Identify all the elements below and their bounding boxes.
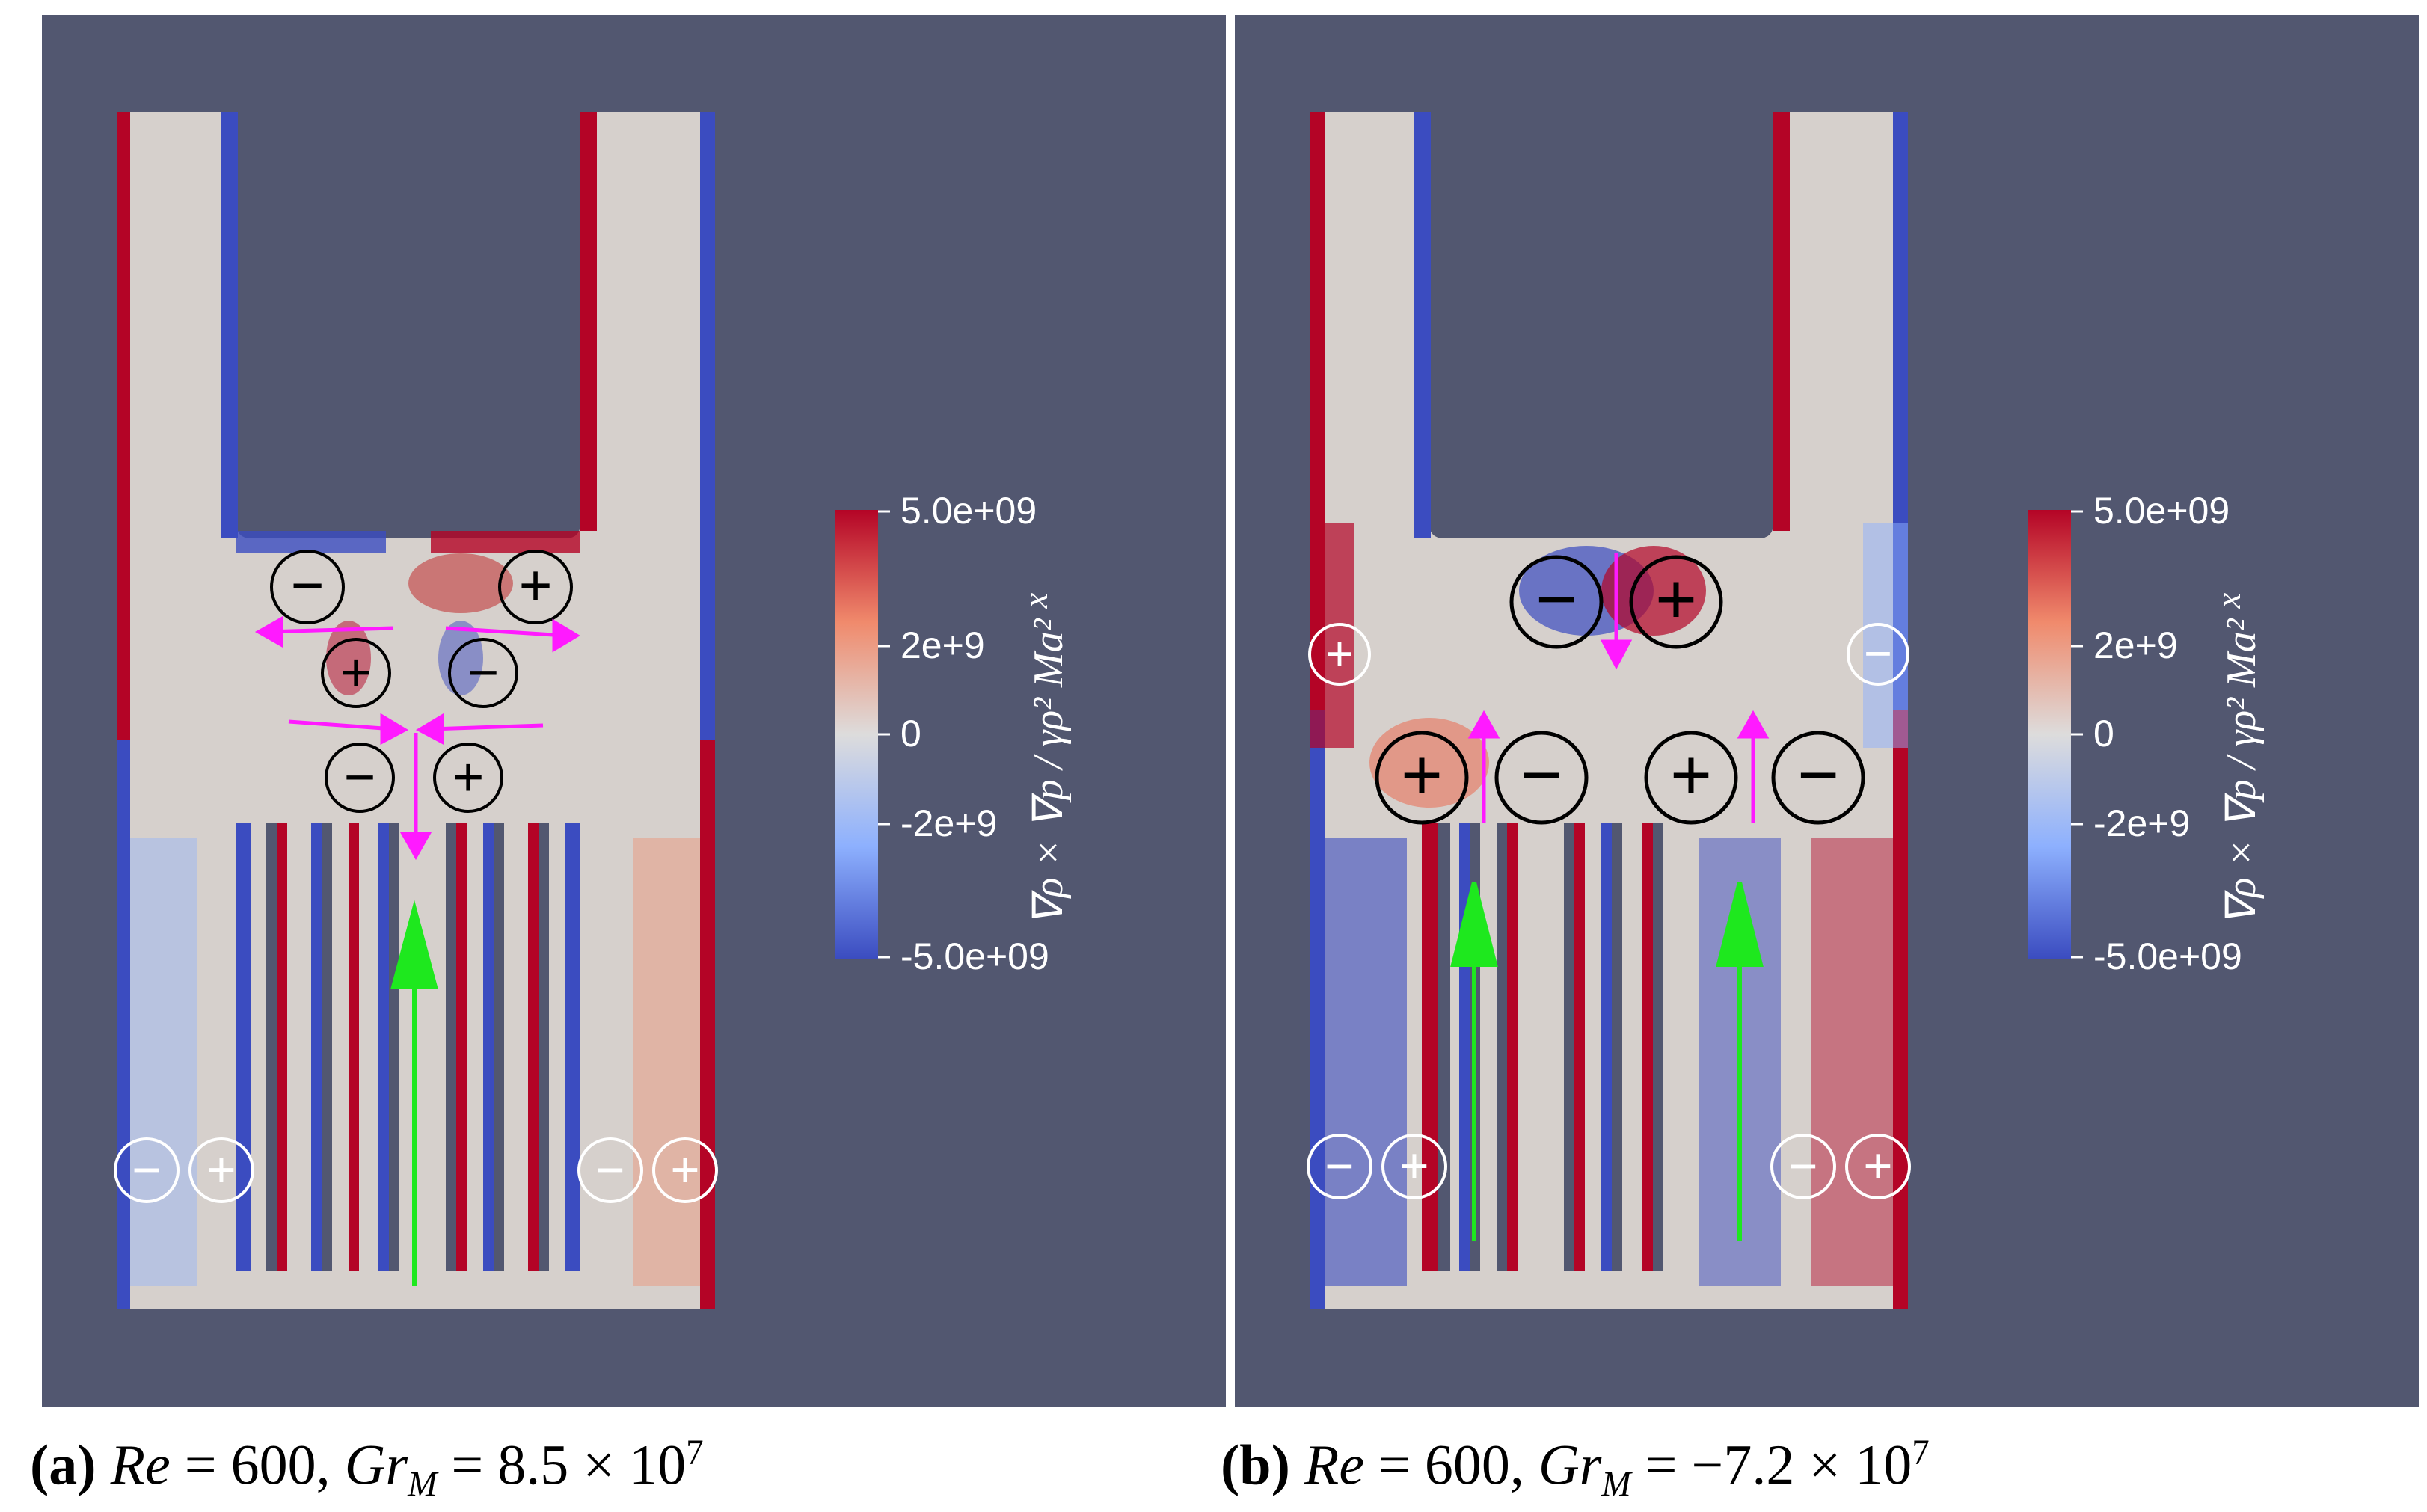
svg-text:+: +	[1655, 558, 1698, 641]
vortex-plus-a1: +	[518, 553, 553, 619]
flow-field-b: − + + − + − + − − + − +	[1307, 112, 1911, 1309]
svg-text:+: +	[1863, 1138, 1893, 1196]
vortex-plus-a3: +	[452, 746, 484, 809]
svg-text:−: −	[1797, 734, 1840, 817]
flow-field-a: − + + − − + − + − +	[114, 112, 718, 1309]
svg-text:+: +	[670, 1142, 700, 1199]
flow-arrow-a	[390, 900, 438, 1286]
colorbar-b-tick-min: -5.0e+09	[2093, 935, 2242, 977]
buoyancy-arrows-a	[254, 615, 580, 861]
vortex-minus-a1: −	[290, 553, 325, 619]
svg-text:+: +	[206, 1142, 236, 1199]
vortex-plus-a2: +	[340, 642, 372, 704]
colorbar-tick-0: 0	[900, 713, 921, 755]
caption-b: (b) Re = 600, GrM = −7.2 × 107	[1221, 1433, 1930, 1505]
vortex-minus-a2: −	[467, 642, 499, 704]
colorbar-tick-min: -5.0e+09	[900, 935, 1049, 977]
svg-text:−: −	[1788, 1138, 1818, 1196]
colorbar-tick-neg2e9: -2e+9	[900, 802, 998, 844]
colorbar-b-tick-2e9: 2e+9	[2093, 624, 2178, 666]
svg-text:+: +	[1670, 734, 1713, 817]
geometry-a	[117, 112, 715, 1309]
flow-arrows-b	[1450, 882, 1764, 1241]
vortex-minus-a3: −	[343, 746, 375, 809]
vortex-markers-b: − + + − + −	[1375, 555, 1865, 825]
svg-text:−: −	[1325, 1138, 1354, 1196]
svg-text:+: +	[1399, 1138, 1429, 1196]
svg-text:+: +	[1325, 625, 1354, 682]
colorbar-tick-2e9: 2e+9	[900, 624, 985, 666]
svg-text:+: +	[1401, 734, 1443, 817]
colorbar-label-b: ∇ρ × ∇p / γρ² Ma² x	[2209, 592, 2265, 926]
svg-text:−: −	[1864, 625, 1893, 682]
buoyancy-arrows-b	[1467, 553, 1770, 823]
colorbar-b-tick-max: 5.0e+09	[2093, 490, 2230, 532]
colorbar-b-tick-0: 0	[2093, 713, 2114, 755]
vortex-markers-white-a: − + − +	[114, 1137, 718, 1203]
colorbar-label-a: ∇ρ × ∇p / γρ² Ma² x	[1016, 592, 1072, 926]
svg-text:−: −	[132, 1142, 162, 1199]
vortex-markers-white-b: + − − + − +	[1307, 623, 1911, 1199]
colorbar-b: 5.0e+09 2e+9 0 -2e+9 -5.0e+09	[2028, 490, 2402, 977]
svg-text:−: −	[1521, 734, 1563, 817]
simulation-panel-b: − + + − + − + − − + − +	[1235, 15, 2419, 1407]
simulation-panel-a: − + + − − + − + − +	[42, 15, 1226, 1407]
colorbar-tick-max: 5.0e+09	[900, 490, 1037, 532]
svg-text:−: −	[1535, 558, 1578, 641]
colorbar-a: 5.0e+09 2e+9 0 -2e+9 -5.0e+09	[835, 490, 1209, 977]
colorbar-b-tick-neg2e9: -2e+9	[2093, 802, 2191, 844]
vortex-markers-a: − + + − − +	[270, 550, 573, 813]
svg-text:−: −	[595, 1142, 625, 1199]
geometry-b	[1310, 112, 1908, 1309]
caption-a: (a) Re = 600, GrM = 8.5 × 107	[30, 1433, 704, 1505]
